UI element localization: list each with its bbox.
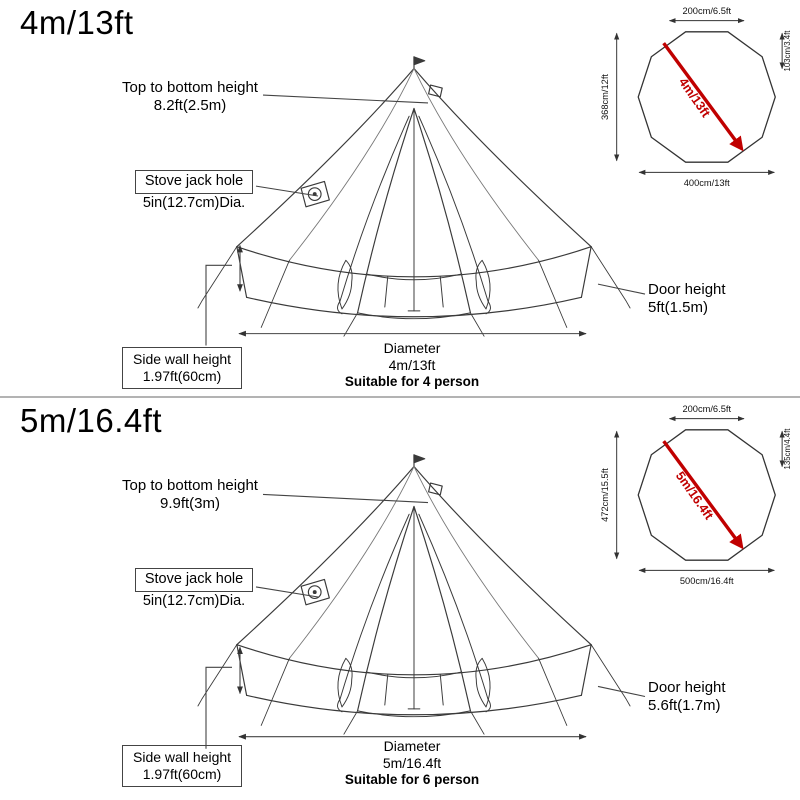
stove-jack-label: Stove jack hole 5in(12.7cm)Dia. xyxy=(118,568,270,610)
diameter-value: 5m/16.4ft xyxy=(382,755,442,772)
door-height-text: Door height xyxy=(648,679,726,696)
plan-bottom-width-label: 400cm/13ft xyxy=(684,178,730,188)
door-height-label: Door height 5ft(1.5m) xyxy=(648,281,726,318)
side-wall-value: 1.97ft(60cm) xyxy=(142,766,222,783)
top-height-value: 9.9ft(3m) xyxy=(159,495,220,513)
panel-4m: 4m/13ft 200cm/6.5ft 103cm/3.4ft 368cm/12… xyxy=(0,0,800,398)
panel-5m: 5m/16.4ft 200cm/6.5ft 135cm/4.4ft 472cm/… xyxy=(0,398,800,800)
diameter-text: Diameter xyxy=(383,340,441,356)
door-height-text: Door height xyxy=(648,281,726,298)
top-height-text: Top to bottom height xyxy=(122,477,258,494)
side-wall-label: Side wall height 1.97ft(60cm) xyxy=(122,347,243,390)
diameter-label: Diameter 5m/16.4ft xyxy=(312,738,512,772)
top-height-value: 8.2ft(2.5m) xyxy=(153,97,227,115)
side-wall-label: Side wall height 1.97ft(60cm) xyxy=(122,745,243,788)
plan-view-diagram: 200cm/6.5ft 103cm/3.4ft 368cm/12ft 400cm… xyxy=(600,6,792,188)
top-height-text: Top to bottom height xyxy=(122,79,258,96)
plan-right-height-label: 135cm/4.4ft xyxy=(783,428,792,470)
suitable-label: Suitable for 6 person xyxy=(344,772,480,787)
stove-jack-text: Stove jack hole xyxy=(134,170,254,194)
door-height-label: Door height 5.6ft(1.7m) xyxy=(648,679,726,716)
size-title: 5m/16.4ft xyxy=(20,402,163,439)
stove-jack-text: Stove jack hole xyxy=(134,568,254,592)
plan-left-height-label: 472cm/15.5ft xyxy=(600,468,610,522)
stove-jack-label: Stove jack hole 5in(12.7cm)Dia. xyxy=(118,170,270,212)
side-wall-text: Side wall height xyxy=(133,749,232,765)
side-wall-text: Side wall height xyxy=(133,351,232,367)
suitable-label: Suitable for 4 person xyxy=(344,374,480,389)
door-height-value: 5.6ft(1.7m) xyxy=(648,697,721,715)
plan-top-width-label: 200cm/6.5ft xyxy=(682,404,731,414)
diameter-value: 4m/13ft xyxy=(388,357,436,374)
plan-view-diagram: 200cm/6.5ft 135cm/4.4ft 472cm/15.5ft 500… xyxy=(600,404,792,586)
size-title: 4m/13ft xyxy=(20,4,134,41)
top-height-label: Top to bottom height 8.2ft(2.5m) xyxy=(100,79,280,116)
side-wall-value: 1.97ft(60cm) xyxy=(142,368,222,385)
plan-left-height-label: 368cm/12ft xyxy=(600,74,610,120)
plan-bottom-width-label: 500cm/16.4ft xyxy=(680,576,734,586)
door-height-value: 5ft(1.5m) xyxy=(648,299,709,317)
plan-right-height-label: 103cm/3.4ft xyxy=(783,30,792,72)
diameter-label: Diameter 4m/13ft xyxy=(312,340,512,374)
diameter-text: Diameter xyxy=(383,738,441,754)
top-height-label: Top to bottom height 9.9ft(3m) xyxy=(100,477,280,514)
plan-top-width-label: 200cm/6.5ft xyxy=(682,6,731,16)
stove-jack-value: 5in(12.7cm)Dia. xyxy=(142,592,246,609)
stove-jack-value: 5in(12.7cm)Dia. xyxy=(142,194,246,211)
